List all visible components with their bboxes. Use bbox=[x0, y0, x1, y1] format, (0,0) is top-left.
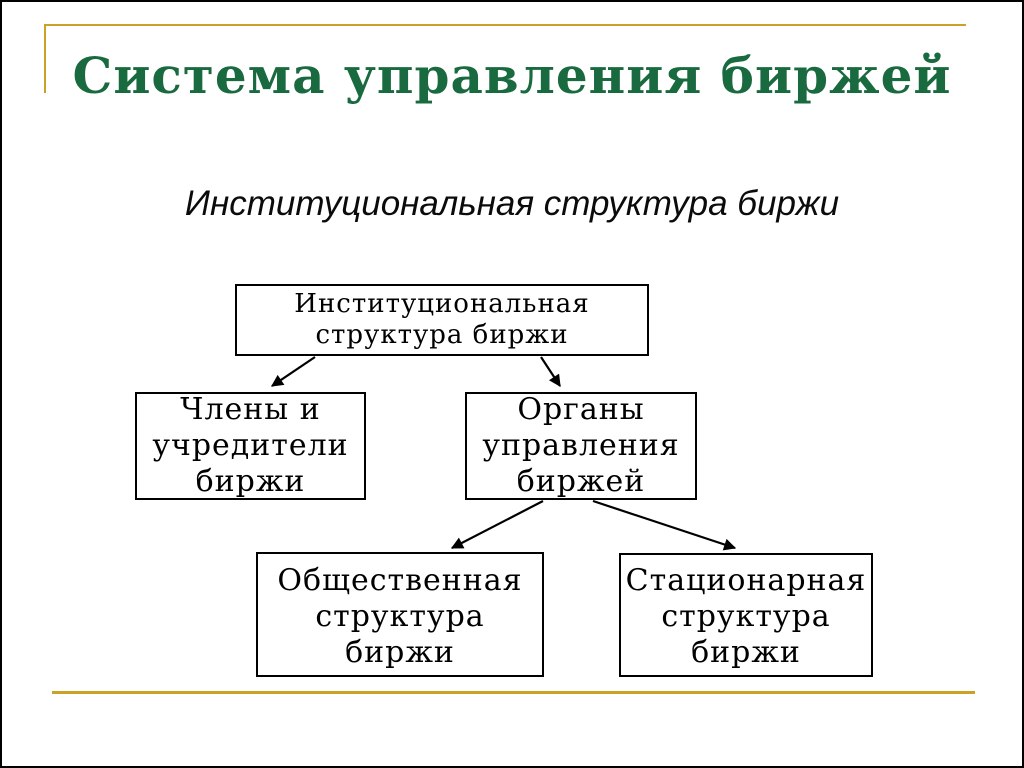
edge-root-to-members bbox=[270, 356, 316, 387]
edge-organs-to-stationary bbox=[592, 499, 737, 551]
node-stationary-structure: Стационарная структура биржи bbox=[619, 553, 873, 677]
corner-accent-line bbox=[44, 24, 46, 93]
bottom-accent-line bbox=[52, 691, 975, 694]
edge-root-to-organs bbox=[540, 356, 561, 388]
node-public-structure: Общественная структура биржи bbox=[256, 552, 544, 677]
node-institutional-structure: Институциональная структура биржи bbox=[235, 284, 649, 356]
top-accent-line bbox=[44, 24, 966, 26]
slide-subtitle: Институциональная структура биржи bbox=[184, 184, 840, 223]
slide-title: Система управления биржей bbox=[72, 46, 952, 105]
edge-organs-to-public bbox=[450, 500, 544, 549]
node-members-founders: Члены и учредители биржи bbox=[135, 392, 366, 500]
node-management-bodies: Органы управления биржей bbox=[465, 392, 697, 500]
